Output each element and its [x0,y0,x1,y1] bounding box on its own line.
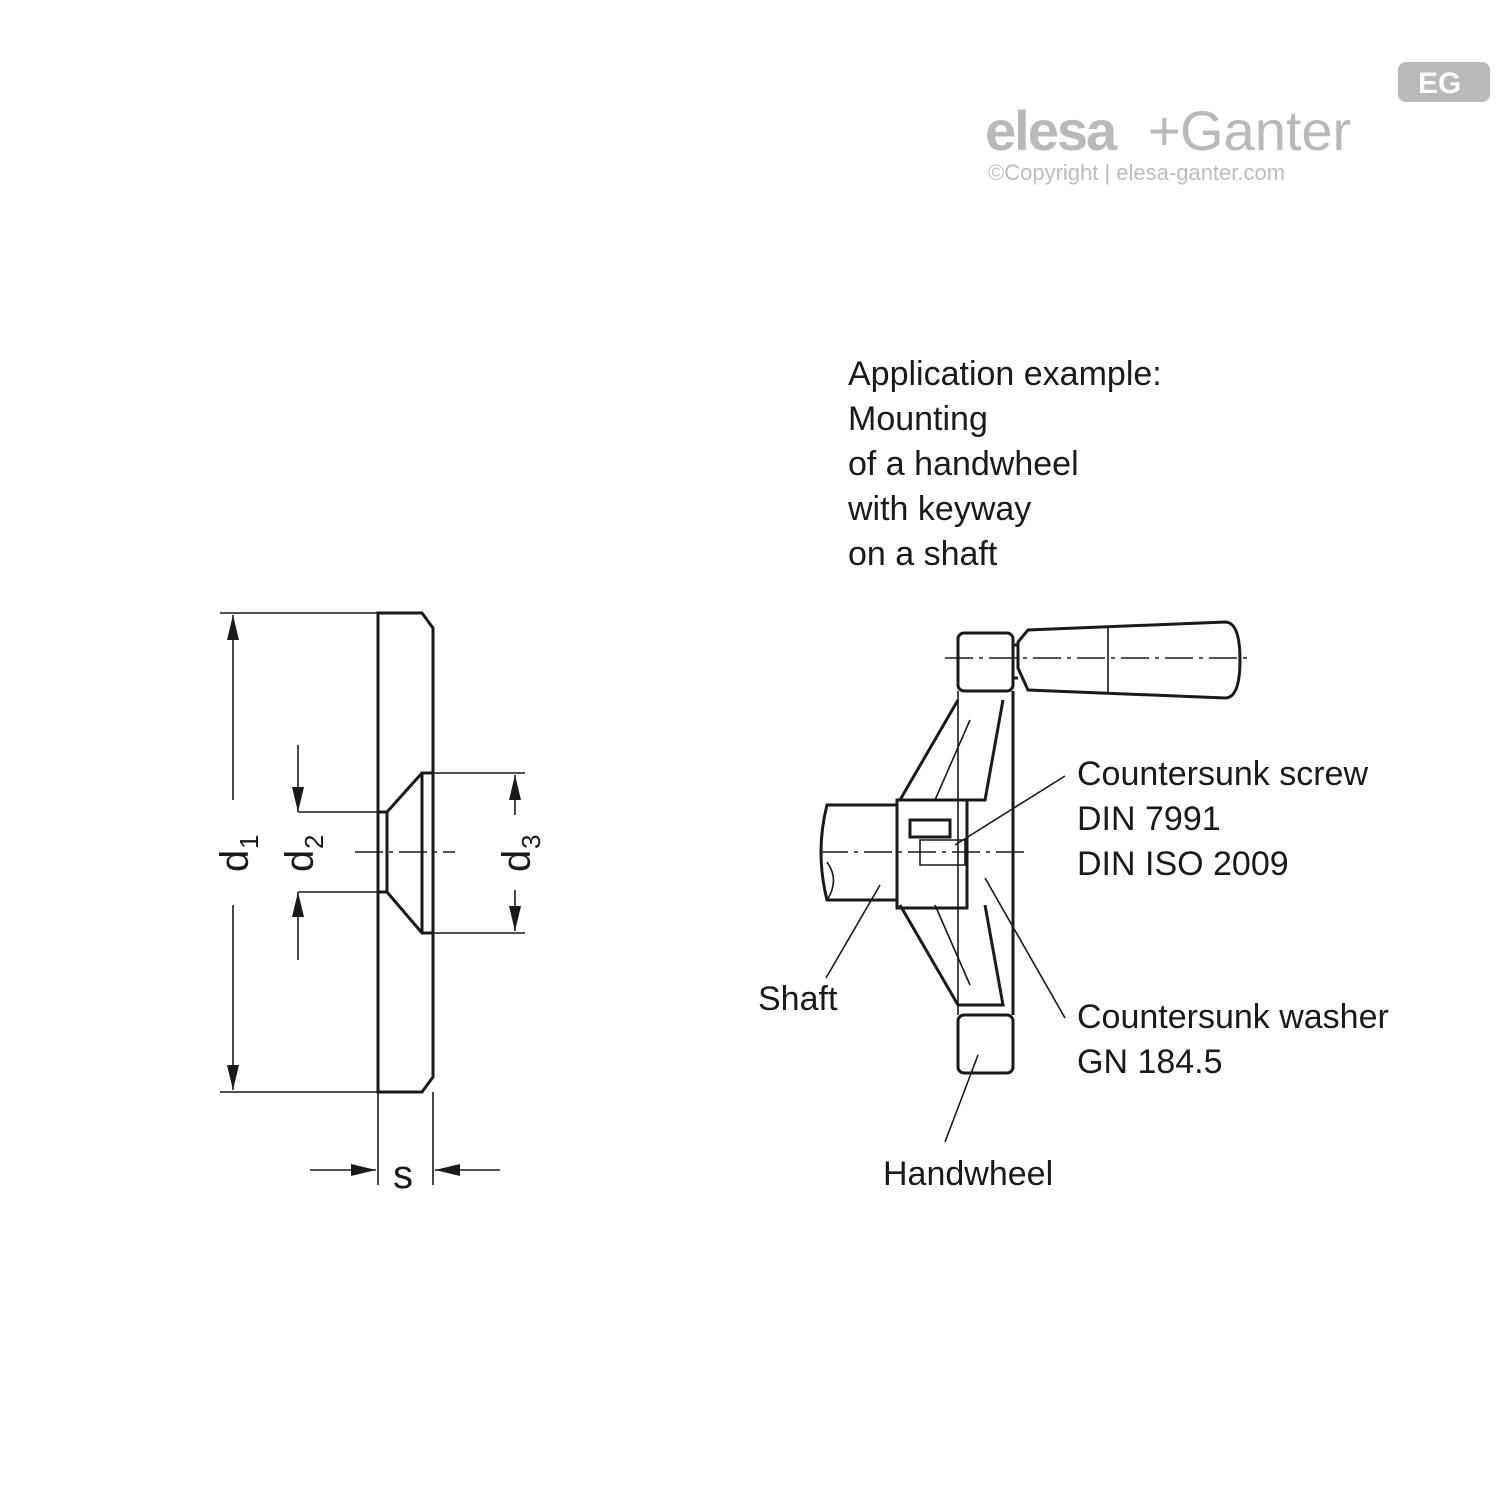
shaft-leader-line [825,884,881,979]
logo-brand-right: Ganter [1180,99,1351,162]
handle-grip [1016,620,1242,700]
handwheel-label: Handwheel [883,1155,1053,1193]
application-line-5: on a shaft [848,535,998,573]
washer-section-view: d 1 d 2 d 3 s [213,611,546,1197]
handwheel-spoke-bottom [898,904,1005,1007]
handwheel-assembly-drawing [819,620,1250,1075]
logo-brand-plus: + [1148,99,1181,162]
svg-text:3: 3 [516,835,546,849]
svg-text:2: 2 [299,835,329,849]
shaft [819,803,899,902]
application-line-2: Mounting [848,400,988,438]
application-line-4: with keyway [847,490,1031,528]
application-example-text: Application example: Mounting of a handw… [847,355,1162,573]
svg-text:d: d [495,850,539,872]
logo-badge [1398,62,1490,102]
svg-text:1: 1 [234,835,264,849]
washer-label-2: GN 184.5 [1077,1043,1223,1081]
countersunk-screw [908,818,952,839]
d1-label: d 1 [213,835,264,872]
svg-text:d: d [278,850,322,872]
screw-label-1: Countersunk screw [1077,755,1368,793]
application-line-3: of a handwheel [848,445,1079,483]
application-line-1: Application example: [848,355,1162,393]
shaft-label: Shaft [758,980,838,1018]
screw-label-3: DIN ISO 2009 [1077,845,1289,883]
washer-upper-section [376,611,435,814]
handwheel-rim-top [956,631,1015,693]
handwheel-rim-bottom [956,1013,1015,1075]
logo-brand-left: elesa [985,99,1118,162]
handwheel-leader-line [944,1054,979,1143]
callout-shaft: Shaft [758,884,881,1018]
handwheel-hub [895,798,969,910]
screw-leader-line [954,775,1066,846]
elesa-ganter-logo: elesa + Ganter EG ©Copyright | elesa-gan… [985,62,1490,185]
callout-handwheel: Handwheel [883,1054,1053,1193]
washer-leader-line [984,877,1066,1019]
d3-label: d 3 [495,835,546,872]
copyright-text: ©Copyright | elesa-ganter.com [988,160,1285,185]
logo-badge-text: EG [1418,67,1461,100]
washer-lower-section [376,890,435,1094]
s-label: s [393,1153,413,1197]
handwheel-spoke-top [897,699,1005,802]
screw-label-2: DIN 7991 [1077,800,1221,838]
callout-countersunk-screw: Countersunk screw DIN 7991 DIN ISO 2009 [954,755,1368,883]
washer-label-1: Countersunk washer [1077,998,1389,1036]
d2-label: d 2 [278,835,329,872]
callout-countersunk-washer: Countersunk washer GN 184.5 [984,877,1389,1081]
svg-text:d: d [213,850,257,872]
